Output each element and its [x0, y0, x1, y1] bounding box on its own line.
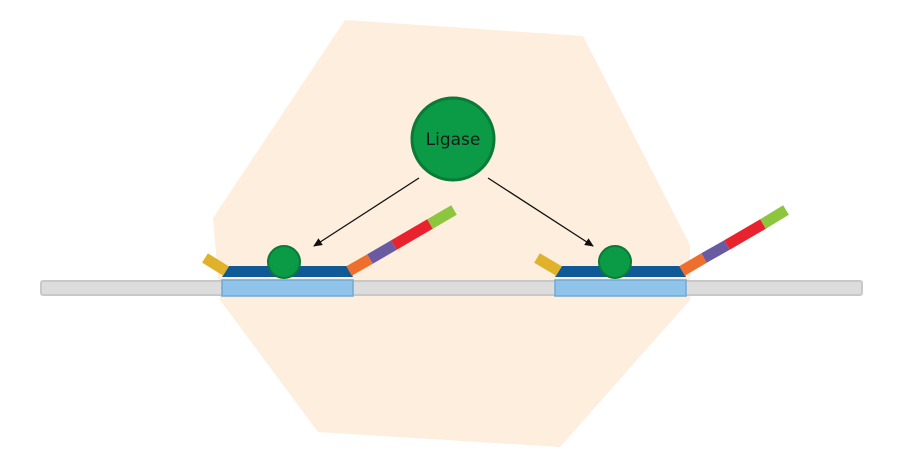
tag-yellow-right	[534, 253, 562, 276]
tag-green-left	[427, 205, 457, 229]
target-region-left	[221, 279, 354, 297]
tag-red-right	[724, 219, 766, 250]
tag-green-right	[760, 205, 789, 229]
tag-red-left	[391, 219, 433, 250]
ligase-label: Ligase	[426, 130, 481, 150]
arrow-to-right-probe	[487, 177, 594, 247]
template-strand	[40, 280, 863, 296]
tag-purple-right	[701, 240, 730, 263]
probe-left	[202, 205, 457, 297]
probe-right	[534, 205, 789, 297]
ligase-main: Ligase	[410, 96, 496, 182]
ligase-circle	[410, 96, 496, 182]
arrow-to-left-probe	[313, 177, 420, 247]
tag-orange-right	[679, 253, 707, 276]
ligase-small-left	[267, 245, 301, 279]
target-region-right	[554, 279, 687, 297]
tag-yellow-left	[202, 253, 229, 276]
ligase-small-right	[598, 245, 632, 279]
background-hexagon	[213, 20, 690, 447]
tag-purple-left	[367, 240, 397, 264]
tag-orange-left	[346, 254, 373, 276]
